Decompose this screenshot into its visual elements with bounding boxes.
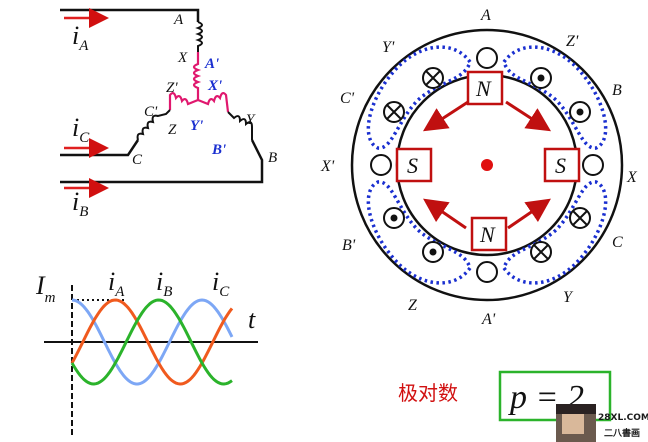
watermark-sub: 二八書画 bbox=[604, 427, 640, 439]
slot-label-top-left: Y' bbox=[382, 39, 395, 56]
terminal-c: C bbox=[132, 152, 143, 168]
slot-label-top-right: Z' bbox=[566, 33, 579, 50]
pole-top-box bbox=[466, 70, 504, 106]
flux-arrow-ul bbox=[422, 100, 469, 132]
watermark: 28XL.COM 二八書画 bbox=[556, 404, 648, 442]
pole-bottom-box bbox=[470, 216, 508, 252]
slot-label-lower-right: C bbox=[612, 234, 623, 251]
pole-top: N bbox=[475, 76, 492, 101]
pole-left-box bbox=[395, 147, 433, 183]
wave-ib bbox=[70, 298, 234, 386]
pole-bottom: N bbox=[479, 222, 496, 247]
slot-a bbox=[476, 47, 498, 69]
pole-right: S bbox=[555, 153, 566, 178]
wave-y-label: Im bbox=[35, 271, 56, 306]
coil-axp bbox=[192, 52, 202, 100]
slot-label-bottom: A' bbox=[481, 311, 496, 328]
slot-dot-icon bbox=[383, 67, 591, 263]
slot-label-bottom-left: Z bbox=[408, 297, 418, 314]
slot-label-lower-left: B' bbox=[342, 237, 356, 254]
coil-ypbp bbox=[197, 92, 230, 113]
wave-ic bbox=[70, 298, 233, 386]
terminal-b: B bbox=[268, 150, 277, 166]
label-a-prime: A' bbox=[204, 56, 219, 72]
wave-x-label: t bbox=[248, 305, 256, 334]
coil-zpcp bbox=[168, 92, 199, 110]
coil-loop-upper-right bbox=[502, 45, 608, 150]
label-y: Y bbox=[246, 112, 256, 128]
center-dot bbox=[481, 159, 493, 171]
coil-loop-lower-left bbox=[366, 180, 472, 285]
label-z: Z bbox=[168, 122, 177, 138]
wave-label-ib: iB bbox=[156, 267, 172, 300]
label-ic: iC bbox=[72, 113, 90, 146]
slot-label-upper-left: C' bbox=[340, 90, 355, 107]
slot-cross-icon bbox=[383, 67, 591, 263]
line-c bbox=[60, 139, 140, 157]
pole-left: S bbox=[407, 153, 418, 178]
coil-ax bbox=[195, 21, 203, 52]
label-y-prime: Y' bbox=[190, 118, 203, 134]
label-z-prime: Z' bbox=[166, 80, 178, 96]
waveform-plot: Im t iA iB iC bbox=[35, 267, 258, 436]
terminal-a: A bbox=[173, 12, 184, 28]
label-x-prime: X' bbox=[207, 78, 222, 94]
flux-arrow-ll bbox=[423, 198, 467, 230]
coil-loop-upper-left bbox=[366, 45, 472, 150]
label-x: X bbox=[177, 50, 188, 66]
coil-cz bbox=[136, 109, 171, 141]
slot-label-upper-right: B bbox=[612, 82, 622, 99]
label-b-prime: B' bbox=[211, 142, 226, 158]
slot-label-top: A bbox=[480, 7, 491, 24]
flux-arrow-lr bbox=[507, 198, 551, 230]
wave-label-ic: iC bbox=[212, 267, 230, 300]
slot-x-prime bbox=[370, 154, 392, 176]
line-b bbox=[60, 139, 264, 184]
coil-by bbox=[227, 111, 253, 140]
slot-label-right: X bbox=[626, 169, 638, 186]
slot-a-prime bbox=[476, 261, 498, 283]
label-ia: iA bbox=[72, 21, 89, 54]
slot-x bbox=[582, 154, 604, 176]
label-c-prime: C' bbox=[144, 104, 158, 120]
wave-label-ia: iA bbox=[108, 267, 125, 300]
pole-right-box bbox=[543, 147, 581, 183]
flux-arrow-ur bbox=[505, 100, 552, 132]
label-ib: iB bbox=[72, 187, 88, 220]
coil-loop-lower-right bbox=[502, 180, 608, 285]
machine-section: N S S N A Y' Z' C' B X' X B' C Z Y A' bbox=[320, 7, 638, 328]
wiring-diagram: iA iC iB A X A' Z' X' C' Y' Z Y B' C B bbox=[60, 8, 277, 220]
slot-label-left: X' bbox=[320, 158, 335, 175]
stator-outer bbox=[350, 28, 624, 302]
pole-pairs-label: 极对数 bbox=[398, 381, 458, 405]
wave-ia bbox=[71, 298, 234, 386]
watermark-site: 28XL.COM bbox=[598, 413, 648, 423]
slot-label-bottom-right: Y bbox=[563, 289, 574, 306]
